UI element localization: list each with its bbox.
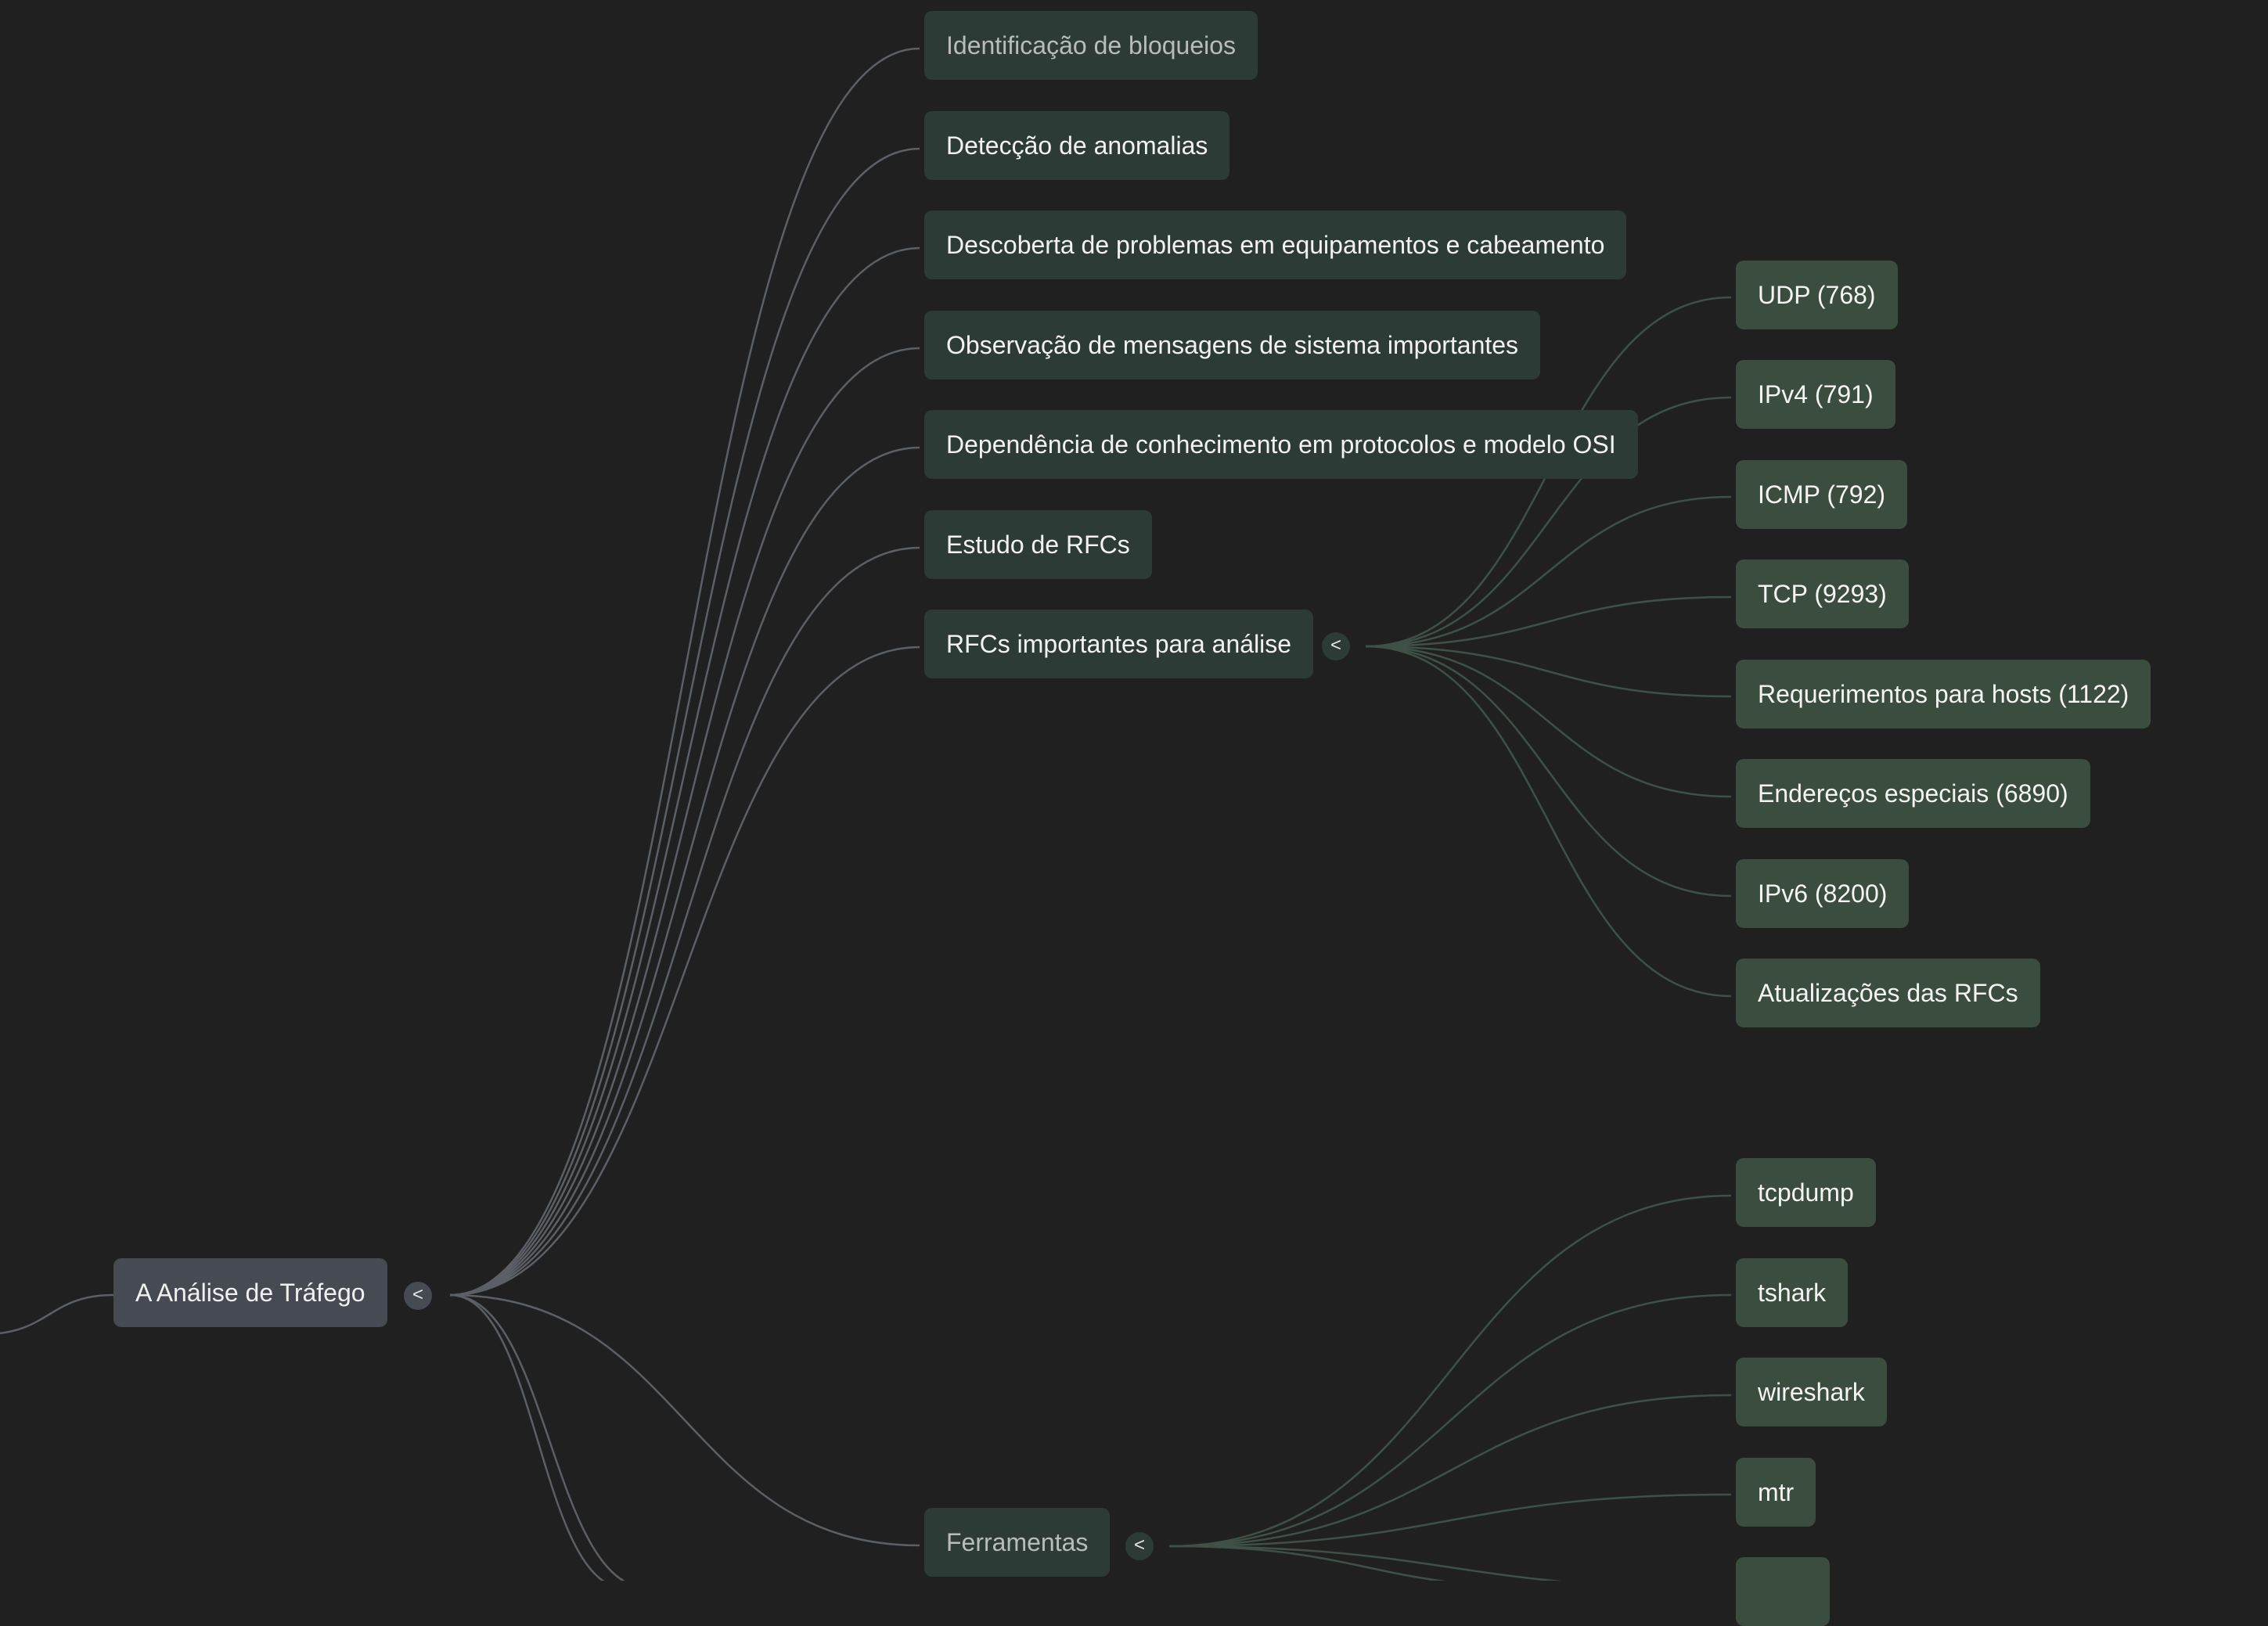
root-link-1 — [449, 147, 920, 1297]
tool-partial-node[interactable] — [1736, 1557, 1830, 1626]
rfc-link-3 — [1365, 595, 1732, 648]
tool-wireshark[interactable]: wireshark — [1736, 1358, 1887, 1426]
root-link-6 — [449, 646, 920, 1297]
rfc-udp[interactable]: UDP (768) — [1736, 261, 1898, 329]
rfc-link-1 — [1365, 396, 1732, 648]
root-node[interactable]: A Análise de Tráfego — [113, 1258, 387, 1327]
rfc-ipv6[interactable]: IPv6 (8200) — [1736, 859, 1910, 928]
rfc-tcp[interactable]: TCP (9293) — [1736, 559, 1909, 628]
rfcs-collapse-toggle[interactable]: < — [1322, 632, 1350, 660]
tool-tshark[interactable]: tshark — [1736, 1258, 1849, 1327]
branch-descoberta-problemas[interactable]: Descoberta de problemas em equipamentos … — [924, 210, 1627, 279]
rfc-ipv4[interactable]: IPv4 (791) — [1736, 360, 1895, 429]
root-link-offscreen-2 — [449, 1293, 626, 1581]
branch-identificacao-bloqueios[interactable]: Identificação de bloqueios — [924, 11, 1258, 80]
tool-tcpdump[interactable]: tcpdump — [1736, 1158, 1876, 1227]
rfc-enderecos-especiais[interactable]: Endereços especiais (6890) — [1736, 759, 2090, 828]
mindmap-canvas: A Análise de Tráfego < Identificação de … — [0, 11, 2151, 1626]
rfc-link-4 — [1365, 645, 1732, 698]
root-link-0 — [449, 47, 920, 1297]
rfc-link-7 — [1365, 645, 1732, 998]
tool-link-2 — [1168, 1394, 1732, 1548]
branch-deteccao-anomalias[interactable]: Detecção de anomalias — [924, 111, 1230, 180]
mindmap-connectors — [0, 47, 1732, 1581]
rfc-atualizacoes[interactable]: Atualizações das RFCs — [1736, 959, 2040, 1027]
incoming-link — [0, 1293, 114, 1335]
tool-link-0 — [1168, 1194, 1732, 1548]
root-link-7 — [449, 1293, 920, 1547]
tool-mtr[interactable]: mtr — [1736, 1458, 1816, 1527]
tool-link-3 — [1168, 1493, 1732, 1548]
rfc-link-5 — [1365, 645, 1732, 798]
root-link-5 — [449, 546, 920, 1297]
root-link-offscreen-1 — [449, 1293, 605, 1581]
rfc-link-6 — [1365, 645, 1732, 898]
ferramentas-collapse-toggle[interactable]: < — [1125, 1532, 1154, 1560]
branch-rfcs-importantes[interactable]: RFCs importantes para análise — [924, 610, 1314, 678]
rfc-icmp[interactable]: ICMP (792) — [1736, 460, 1908, 529]
branch-ferramentas[interactable]: Ferramentas — [924, 1508, 1111, 1577]
root-link-4 — [449, 446, 920, 1297]
rfc-requerimentos-hosts[interactable]: Requerimentos para hosts (1122) — [1736, 660, 2151, 728]
branch-observacao-mensagens[interactable]: Observação de mensagens de sistema impor… — [924, 311, 1541, 380]
root-link-3 — [449, 347, 920, 1297]
branch-dependencia-protocolos[interactable]: Dependência de conhecimento em protocolo… — [924, 410, 1638, 479]
tool-link-1 — [1168, 1293, 1732, 1548]
root-link-2 — [449, 246, 920, 1297]
tool-link-5 — [1168, 1545, 1446, 1581]
root-collapse-toggle[interactable]: < — [404, 1282, 432, 1310]
tool-link-4 — [1168, 1545, 1562, 1581]
rfc-link-2 — [1365, 495, 1732, 648]
branch-estudo-rfcs[interactable]: Estudo de RFCs — [924, 510, 1152, 579]
